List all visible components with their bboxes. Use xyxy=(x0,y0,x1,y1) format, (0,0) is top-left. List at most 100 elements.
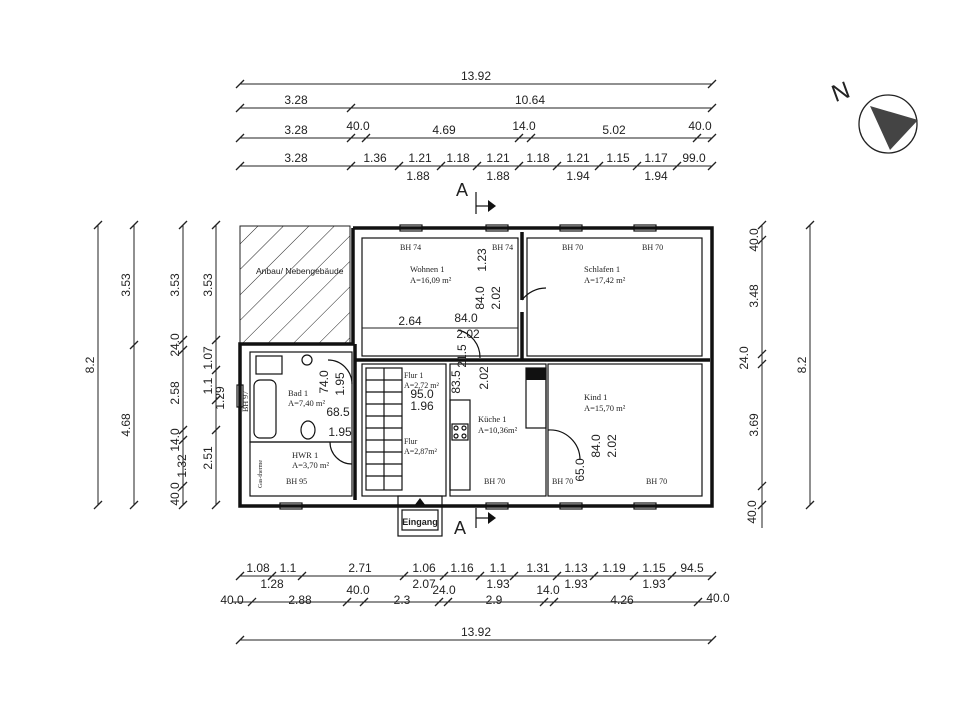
dim-top-r4-7: 1.15 xyxy=(606,151,630,165)
room-wohnen-name: Wohnen 1 xyxy=(410,264,445,274)
dim-top-r4-3: 1.18 xyxy=(446,151,470,165)
dim-bot-r2-0: 1.28 xyxy=(260,577,284,591)
dimensions-bottom: 1.08 1.1 2.71 1.06 1.16 1.1 1.31 1.13 1.… xyxy=(220,561,730,645)
dim-bot-r3-2: 40.0 xyxy=(346,583,370,597)
room-bad-area: A=7,40 m² xyxy=(288,398,326,408)
dim-bot-r3-1: 2.88 xyxy=(288,593,312,607)
window-kueche: BH 70 xyxy=(484,477,505,486)
dim-bot-r1-2: 2.71 xyxy=(348,561,372,575)
section-label-bottom: A xyxy=(454,518,466,538)
kitchen-counter xyxy=(449,399,471,491)
section-marker-bottom: A xyxy=(454,508,496,538)
dim-top-r3-e: 5.02 xyxy=(602,123,626,137)
int-flur-door-w: 84.0 xyxy=(454,311,478,325)
schlafen-room xyxy=(526,237,703,357)
dim-top-r4-0: 3.28 xyxy=(284,151,308,165)
dim-left-c3-0: 3.53 xyxy=(168,273,182,297)
annex-label: Anbau/ Nebengebäude xyxy=(256,266,344,276)
dim-bot-r1-7: 1.13 xyxy=(564,561,588,575)
dim-left-c3-1: 24.0 xyxy=(168,333,182,357)
door-flur xyxy=(457,329,481,359)
annex-area xyxy=(239,225,351,344)
dim-top-r4-6: 1.21 xyxy=(566,151,590,165)
dim-left-c3-5: 1.32 xyxy=(175,454,189,478)
dim-bot-r2-3: 1.93 xyxy=(564,577,588,591)
dim-left-c4-3: 1.29 xyxy=(213,386,227,410)
dim-bot-r3-3: 2.3 xyxy=(394,593,411,607)
dim-bot-r3-6: 14.0 xyxy=(536,583,560,597)
int-bad-685: 68.5 xyxy=(326,405,350,419)
room-flur1-name: Flur 1 xyxy=(404,371,423,380)
dim-right-c1-2: 24.0 xyxy=(737,346,751,370)
dim-top-r5-2: 1.94 xyxy=(566,169,590,183)
dim-top-r4-1: 1.36 xyxy=(363,151,387,165)
dim-top-r3-a: 3.28 xyxy=(284,123,308,137)
door-kind xyxy=(547,429,581,461)
north-arrow: N xyxy=(828,77,918,154)
wohnen-room xyxy=(361,237,519,357)
entrance-arrow-icon xyxy=(414,498,426,506)
dim-bot-r1-5: 1.1 xyxy=(490,561,507,575)
room-hwr-area: A=3,70 m² xyxy=(292,460,330,470)
dim-bot-r1-10: 94.5 xyxy=(680,561,704,575)
dim-top-r4-9: 99.0 xyxy=(682,151,706,165)
room-schlafen-name: Schlafen 1 xyxy=(584,264,620,274)
window-labels: BH 74 BH 74 BH 70 BH 70 BH 70 BH 70 BH 7… xyxy=(241,243,667,488)
north-label: N xyxy=(828,77,854,108)
int-wohnen-width: 2.64 xyxy=(398,314,422,328)
dim-left-c2-1: 4.68 xyxy=(119,413,133,437)
dim-top-r2-a: 3.28 xyxy=(284,93,308,107)
dim-bot-r1-6: 1.31 xyxy=(526,561,550,575)
dimensions-top: 13.92 3.28 10.64 3.28 40.0 4.69 14.0 5.0… xyxy=(235,69,717,183)
dimensions-right: 40.0 3.48 24.0 3.69 40.0 8.2 xyxy=(737,220,815,528)
dim-left-c4-1: 1.07 xyxy=(201,346,215,370)
dim-left-c3-2: 2.58 xyxy=(168,381,182,405)
entrance xyxy=(397,495,443,537)
dim-bot-r3-7: 4.26 xyxy=(610,593,634,607)
int-flur-215: 21.5 xyxy=(455,344,469,368)
dim-top-total: 13.92 xyxy=(461,69,491,83)
int-flur-door-h: 2.02 xyxy=(456,327,480,341)
window-schlafen-left: BH 70 xyxy=(562,243,583,252)
room-wohnen-area: A=16,09 m² xyxy=(410,275,452,285)
door-hwr xyxy=(329,441,353,465)
dim-top-r4-4: 1.21 xyxy=(486,151,510,165)
int-bad-door-h: 1.95 xyxy=(333,372,347,396)
dim-bot-r3-0: 40.0 xyxy=(220,593,244,607)
window-kind-left: BH 70 xyxy=(552,477,573,486)
dim-bot-r1-3: 1.06 xyxy=(412,561,436,575)
dim-left-outer: 8.2 xyxy=(83,356,97,373)
int-wohnen-h: 1.23 xyxy=(475,248,489,272)
dim-right-c1-0: 40.0 xyxy=(747,228,761,252)
section-label-top: A xyxy=(456,180,468,200)
bathtub xyxy=(253,379,277,439)
room-labels: Wohnen 1 A=16,09 m² Schlafen 1 A=17,42 m… xyxy=(288,264,626,470)
hwr-room xyxy=(249,441,353,497)
entrance-label: Eingang xyxy=(402,517,438,527)
interior-dimensions: 2.64 1.23 84.0 2.02 84.0 2.02 21.5 83.5 … xyxy=(317,248,619,482)
room-kueche-area: A=10,36m² xyxy=(478,425,518,435)
sink-icon xyxy=(301,354,313,366)
int-flur-196: 1.96 xyxy=(410,399,434,413)
north-pointer-icon xyxy=(870,106,918,150)
int-bad-door: 74.0 xyxy=(317,370,331,394)
int-kind-door-h: 2.02 xyxy=(605,434,619,458)
dim-top-r3-b: 40.0 xyxy=(346,119,370,133)
dim-top-r3-d: 14.0 xyxy=(512,119,536,133)
north-circle xyxy=(858,94,918,154)
dim-bot-r2-1: 2.07 xyxy=(412,577,436,591)
dim-top-r3-c: 4.69 xyxy=(432,123,456,137)
room-flur1-area: A=2,72 m² xyxy=(404,381,440,390)
room-hwr-name: HWR 1 xyxy=(292,450,318,460)
section-marker-top: A xyxy=(456,180,496,214)
room-flur-name: Flur xyxy=(404,437,418,446)
dim-left-c2-0: 3.53 xyxy=(119,273,133,297)
dim-left-c4-0: 3.53 xyxy=(201,273,215,297)
int-kind-door: 84.0 xyxy=(589,434,603,458)
int-flur-950: 95.0 xyxy=(410,387,434,401)
dim-right-c1-4: 40.0 xyxy=(745,500,759,524)
int-kind-65: 65.0 xyxy=(573,458,587,482)
dim-top-r5-1: 1.88 xyxy=(486,169,510,183)
window-hwr: BH 95 xyxy=(286,477,307,486)
